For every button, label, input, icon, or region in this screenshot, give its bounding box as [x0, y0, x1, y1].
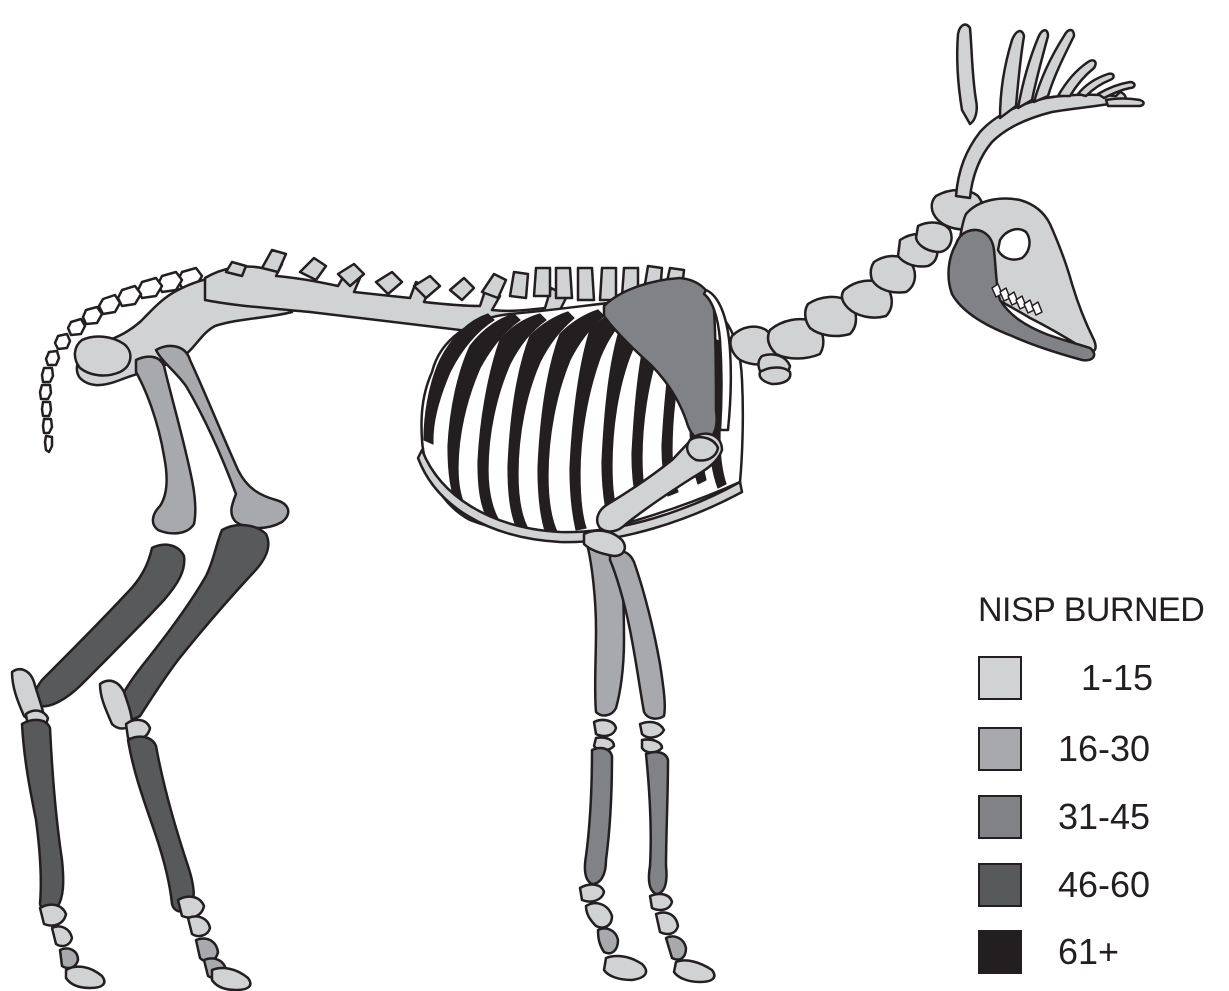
metacarpal-2 [646, 752, 668, 894]
legend-item-61-plus: 61+ [978, 930, 1228, 976]
metatarsal [128, 737, 194, 912]
legend-label: 31-45 [1058, 797, 1150, 837]
hoof [604, 956, 646, 980]
legend-title: NISP BURNED [978, 590, 1228, 630]
phalanx [580, 885, 604, 902]
legend-item-31-45: 31-45 [978, 795, 1228, 841]
legend-label: 1-15 [1081, 658, 1153, 698]
legend-label: 61+ [1058, 932, 1119, 972]
phalanx [598, 928, 618, 953]
phalanx [188, 916, 210, 936]
carpal [594, 720, 616, 736]
humerus-head [687, 437, 718, 460]
hindleg-near [100, 346, 288, 990]
phalanx [178, 897, 204, 918]
legend-swatch [978, 656, 1022, 700]
legend-label: 46-60 [1058, 865, 1150, 905]
hoof [674, 960, 714, 982]
carpal [642, 739, 662, 752]
legend-swatch [978, 795, 1022, 839]
phalanx [586, 903, 612, 927]
legend-item-46-60: 46-60 [978, 863, 1228, 909]
hoof [66, 967, 104, 988]
legend-swatch [978, 727, 1022, 771]
phalanx [656, 913, 678, 935]
metatarsal [22, 720, 63, 910]
phalanx [650, 894, 672, 910]
legend-swatch [978, 930, 1022, 974]
phalanx [52, 926, 72, 946]
antlers [956, 25, 1144, 198]
legend-label: 16-30 [1058, 729, 1150, 769]
phalanx [666, 936, 686, 959]
legend-swatch [978, 863, 1022, 907]
hoof [212, 968, 250, 990]
phalanx [40, 905, 66, 926]
legend: NISP BURNED 1-15 16-30 31-45 46-60 61+ [978, 590, 1228, 630]
cervical-vertebrae [730, 223, 951, 384]
phalanx [60, 948, 78, 968]
legend-item-16-30: 16-30 [978, 727, 1228, 773]
metacarpal [585, 748, 612, 884]
legend-item-1-15: 1-15 [978, 656, 1228, 702]
pelvis-ischium [75, 337, 130, 376]
carpal [640, 722, 664, 737]
